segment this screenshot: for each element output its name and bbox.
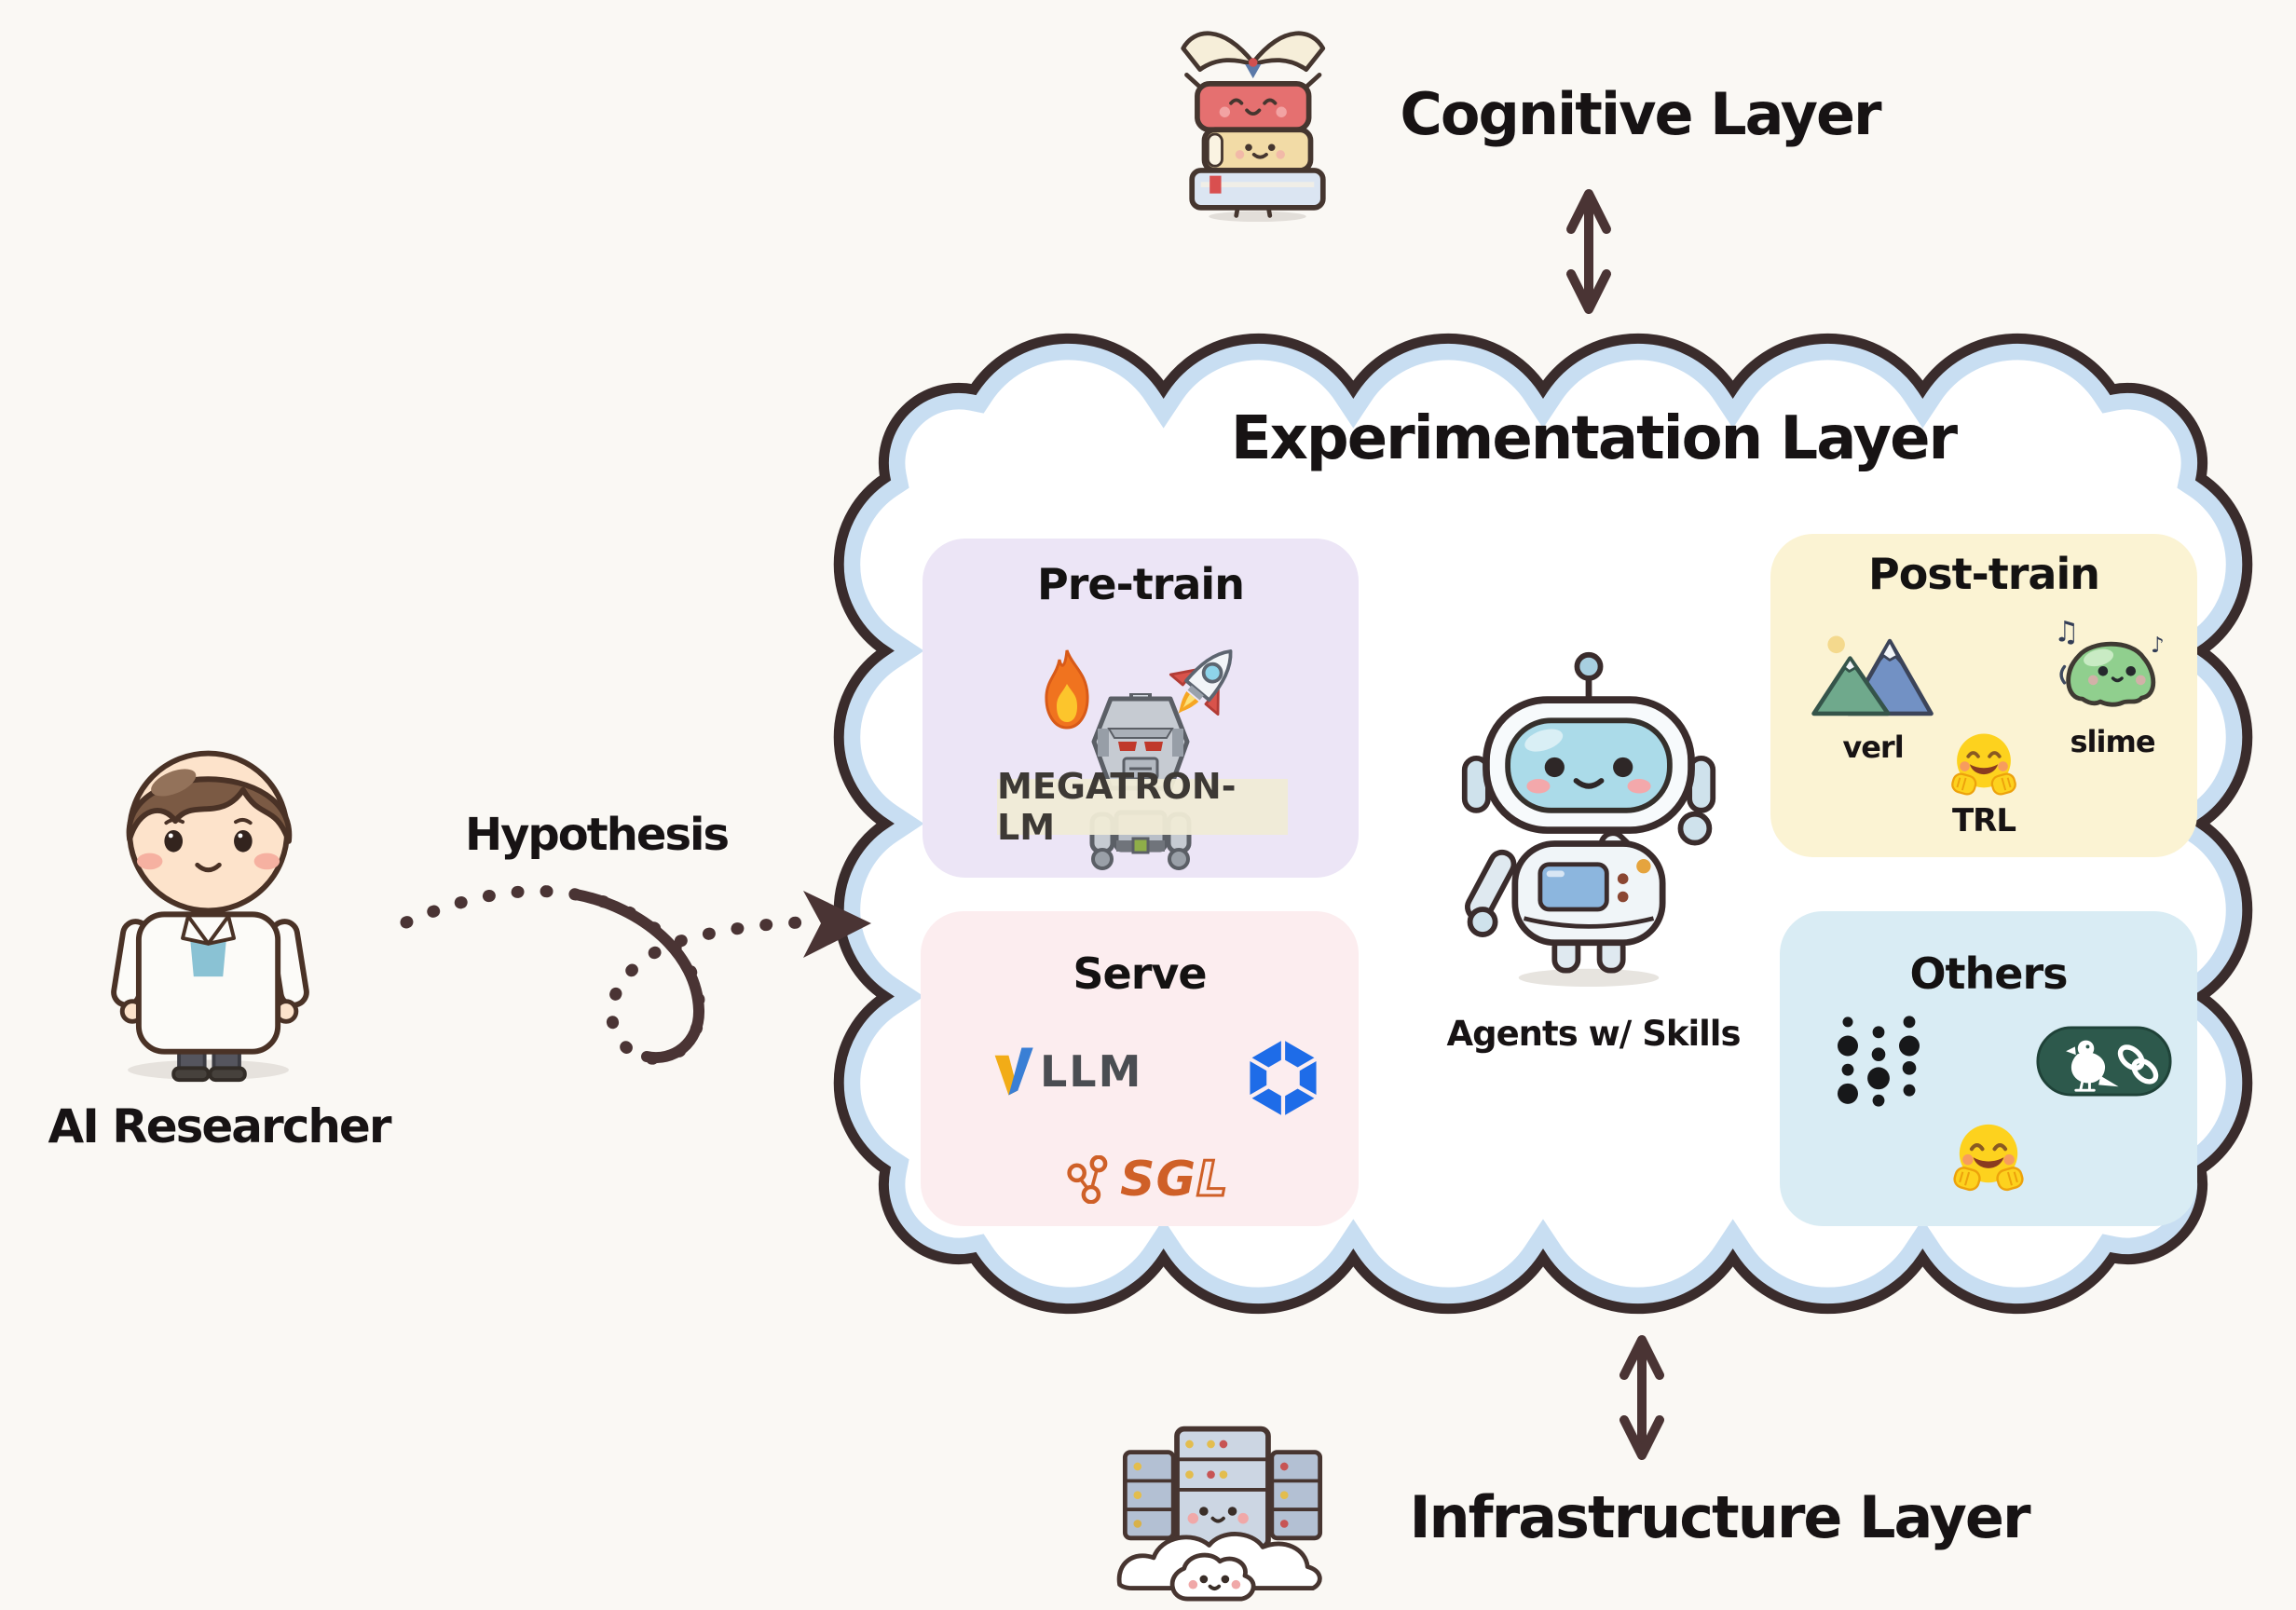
robot-icon	[1461, 651, 1716, 988]
others-panel: Others	[1780, 911, 2197, 1226]
servers-mascot	[1111, 1420, 1334, 1603]
chain-link-icon	[2117, 1044, 2159, 1085]
slime-label: slime	[2070, 724, 2155, 759]
researcher-icon	[111, 750, 309, 1083]
serve-title: Serve	[1073, 948, 1207, 999]
ai-researcher-mascot	[82, 730, 338, 1085]
cloud-outline	[833, 333, 2253, 1315]
vllm-label: LLM	[1040, 1046, 1143, 1097]
slime-logo: ♫ ♪ slime	[2052, 614, 2173, 759]
music-note-icon: ♪	[2151, 634, 2165, 658]
trl-logo: TRL	[1923, 730, 2044, 839]
megatron-lm-logo: MEGATRON-LM	[997, 766, 1288, 848]
bird-icon	[2066, 1040, 2119, 1087]
books-icon	[1181, 31, 1326, 223]
sglang-logo: SGL	[1066, 1151, 1229, 1209]
rocket-icon	[1155, 634, 1252, 732]
sgl-sg: SG	[1120, 1152, 1197, 1208]
infrastructure-layer-title: Infrastructure Layer	[1409, 1483, 2030, 1551]
pretrain-panel: Pre-train	[922, 539, 1359, 878]
dots-grid-logo	[1836, 1010, 1921, 1112]
books-mascot	[1160, 9, 1337, 224]
experimentation-layer-title: Experimentation Layer	[1230, 404, 1958, 473]
vllm-v-icon	[994, 1047, 1033, 1096]
pretrain-title: Pre-train	[1037, 559, 1245, 609]
megatron-robot-icon	[1066, 693, 1215, 880]
megatron-lm-label: MEGATRON-LM	[997, 766, 1237, 848]
cognitive-experimentation-arrow-icon	[1566, 189, 1611, 314]
others-title: Others	[1909, 948, 2068, 999]
agents-label: Agents w/ Skills	[1446, 1014, 1741, 1054]
hypothesis-arrow-icon	[400, 885, 871, 1065]
vllm-logo: v LLM	[993, 1045, 1142, 1098]
cognitive-layer-title: Cognitive Layer	[1400, 80, 1881, 148]
molecule-icon	[1067, 1155, 1108, 1204]
mountains-icon	[1811, 635, 1934, 716]
verl-label: verl	[1842, 730, 1904, 765]
slime-icon: ♫ ♪	[2054, 616, 2165, 707]
hypothesis-label: Hypothesis	[464, 809, 730, 861]
posttrain-panel: Post-train verl ♫ ♪ slime	[1770, 534, 2197, 857]
verl-logo: verl	[1808, 631, 1938, 765]
server-rack-icon	[1116, 1426, 1323, 1602]
bird-chain-logo	[2035, 1025, 2173, 1098]
sgl-label: SGL	[1120, 1151, 1229, 1209]
robot-agent-mascot	[1454, 650, 1724, 988]
hexagon-cube-logo	[1239, 1034, 1327, 1122]
trl-label: TRL	[1951, 802, 2016, 839]
hugging-face-icon	[1951, 733, 2016, 796]
music-note-icon: ♫	[2054, 616, 2080, 649]
fire-icon	[1034, 647, 1100, 732]
experimentation-infrastructure-arrow-icon	[1620, 1335, 1664, 1460]
hugging-face-icon	[1950, 1120, 2027, 1196]
posttrain-title: Post-train	[1867, 549, 2100, 599]
serve-panel: Serve v LLM	[921, 911, 1359, 1226]
sgl-l: L	[1196, 1151, 1229, 1209]
researcher-label: AI Researcher	[48, 1099, 392, 1153]
